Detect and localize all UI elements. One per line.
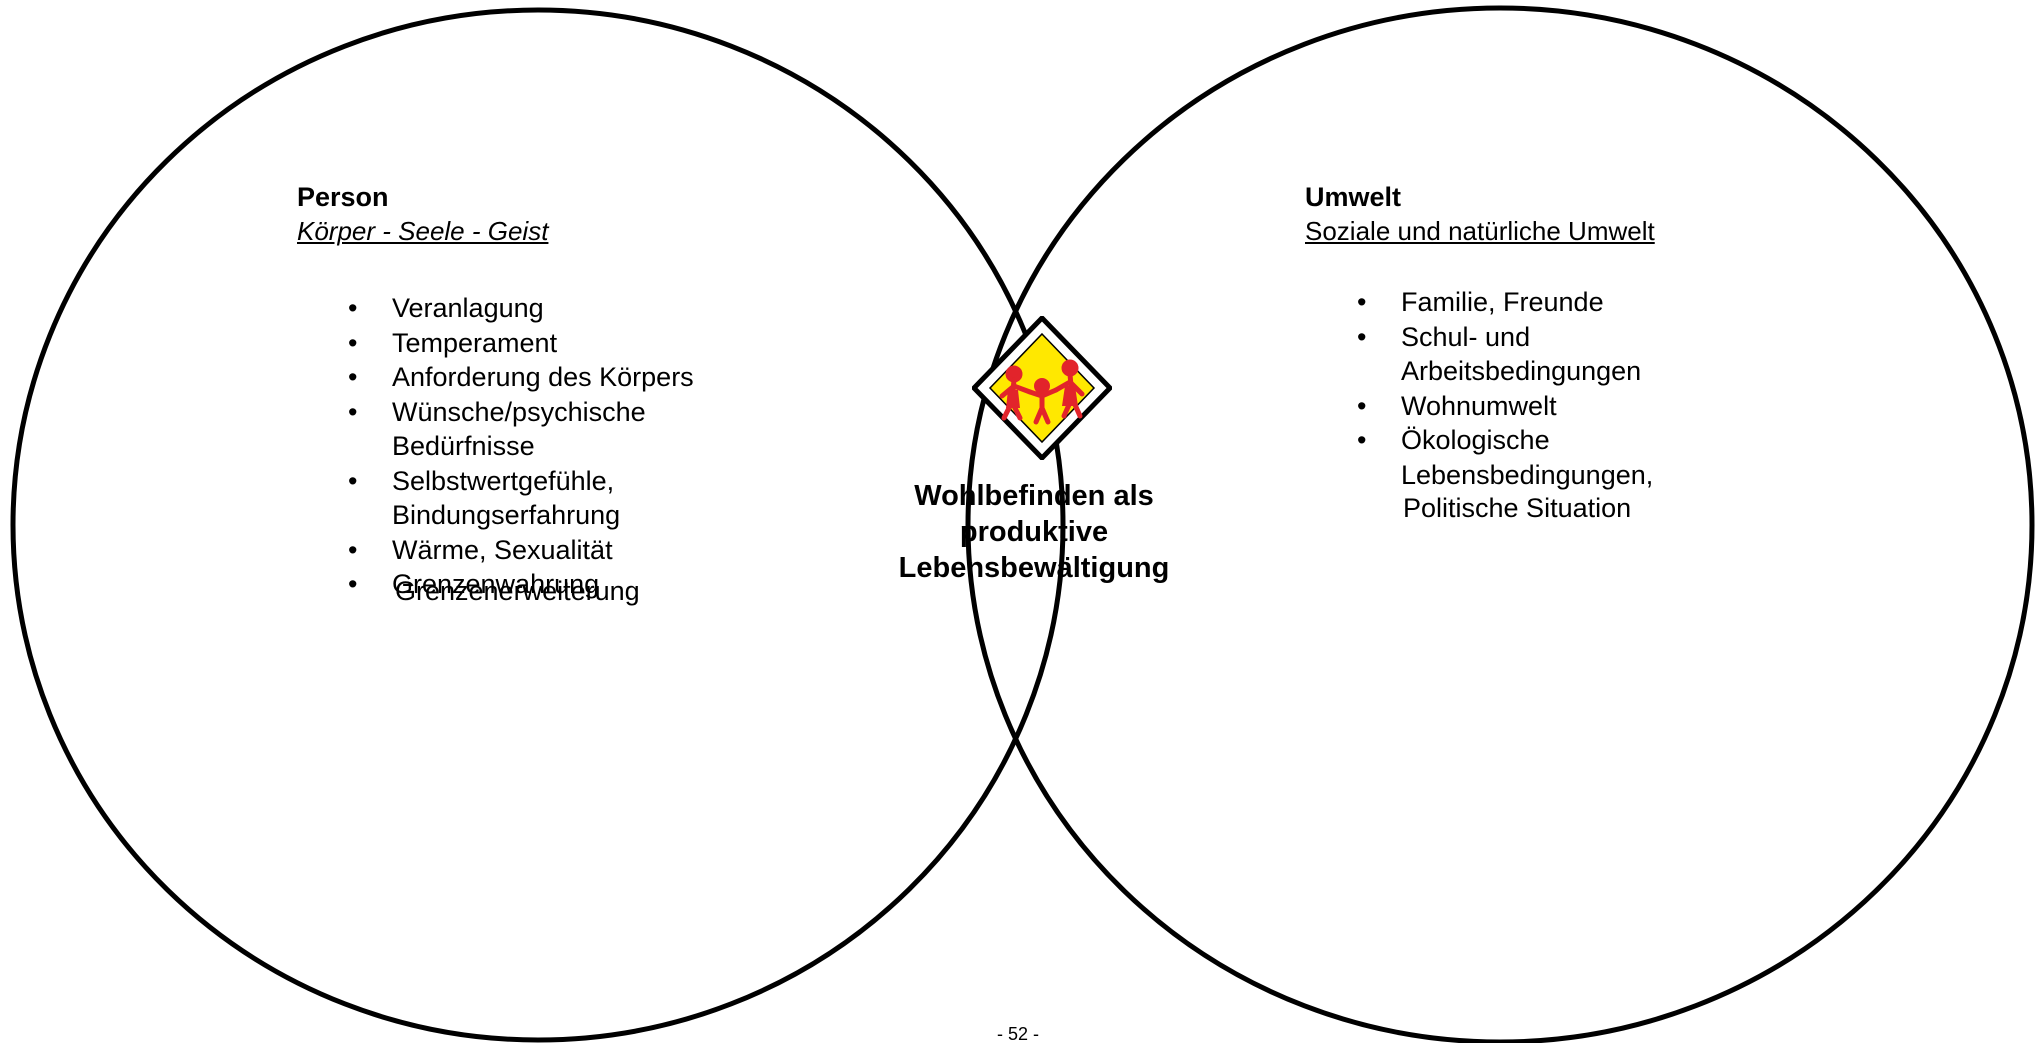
person-header: Person Körper - Seele - Geist bbox=[297, 180, 548, 248]
person-subtitle: Körper - Seele - Geist bbox=[297, 216, 549, 246]
bullet-icon: • bbox=[348, 396, 358, 427]
list-item-text: Schul- und Arbeitsbedingungen bbox=[1401, 321, 1642, 387]
list-item-text: Wohnumwelt bbox=[1401, 390, 1557, 421]
list-item-text: Grenzenwahrung bbox=[392, 569, 600, 599]
list-item: • Familie, Freunde bbox=[1357, 285, 1721, 320]
bullet-icon: • bbox=[348, 534, 358, 565]
list-item: • Wünsche/psychische Bedürfnisse bbox=[348, 395, 752, 464]
bullet-icon: • bbox=[1357, 390, 1367, 421]
list-item-text: Veranlagung bbox=[392, 293, 544, 323]
list-item-text: Wärme, Sexualität bbox=[392, 534, 613, 565]
bullet-icon: • bbox=[348, 362, 358, 392]
person-list: • Veranlagung • Temperament • Anforderung des… bbox=[348, 291, 752, 602]
umwelt-title: Umwelt bbox=[1305, 182, 1402, 212]
bullet-icon: • bbox=[1357, 287, 1367, 317]
person-trailing-text: Grenzenerweiterung bbox=[395, 576, 640, 606]
center-label: Wohlbefinden als produktive Lebensbewält… bbox=[869, 478, 1199, 586]
list-item: • Wärme, Sexualität bbox=[348, 533, 752, 568]
umwelt-trailing-text: Politische Situation bbox=[1403, 493, 1632, 523]
list-item-text: Temperament bbox=[392, 327, 558, 358]
left-ellipse bbox=[10, 7, 1066, 1043]
umwelt-list: • Familie, Freunde • Schul- und Arbeitsbedi… bbox=[1357, 285, 1721, 492]
list-item-text: Selbstwertgefühle, Bindungserfahrung bbox=[392, 465, 621, 531]
list-item: • Ökologische Lebensbedingungen, bbox=[1357, 423, 1721, 492]
family-road-sign-icon bbox=[972, 316, 1112, 460]
page-number: - 52 - bbox=[996, 1024, 1039, 1043]
list-item: • Veranlagung bbox=[348, 291, 752, 326]
list-item: • Anforderung des Körpers bbox=[348, 360, 752, 395]
list-item: • Selbstwertgefühle, Bindungserfahrung bbox=[348, 464, 752, 533]
bullet-icon: • bbox=[1357, 425, 1367, 455]
list-item-text: Wünsche/psychische Bedürfnisse bbox=[392, 396, 646, 462]
umwelt-subtitle: Soziale und natürliche Umwelt bbox=[1305, 216, 1655, 246]
center-label-line: Wohlbefinden als bbox=[914, 480, 1154, 512]
list-item: • Grenzenwahrung bbox=[348, 567, 752, 602]
list-item-text: Ökologische Lebensbedingungen, bbox=[1401, 425, 1654, 490]
umwelt-header: Umwelt Soziale und natürliche Umwelt bbox=[1305, 180, 1655, 248]
bullet-icon: • bbox=[348, 293, 358, 323]
bullet-icon: • bbox=[348, 569, 358, 599]
list-item: • Wohnumwelt bbox=[1357, 389, 1721, 424]
center-label-line: Lebensbewältigung bbox=[898, 552, 1170, 584]
right-ellipse bbox=[965, 5, 2035, 1043]
list-item: • Temperament bbox=[348, 326, 752, 361]
list-item-text: Anforderung des Körpers bbox=[392, 362, 694, 392]
bullet-icon: • bbox=[348, 465, 358, 496]
bullet-icon: • bbox=[1357, 321, 1367, 352]
center-label-line: produktive bbox=[959, 516, 1109, 548]
list-item: • Schul- und Arbeitsbedingungen bbox=[1357, 320, 1721, 389]
person-title: Person bbox=[297, 182, 389, 212]
bullet-icon: • bbox=[348, 327, 358, 358]
list-item-text: Familie, Freunde bbox=[1401, 287, 1604, 317]
